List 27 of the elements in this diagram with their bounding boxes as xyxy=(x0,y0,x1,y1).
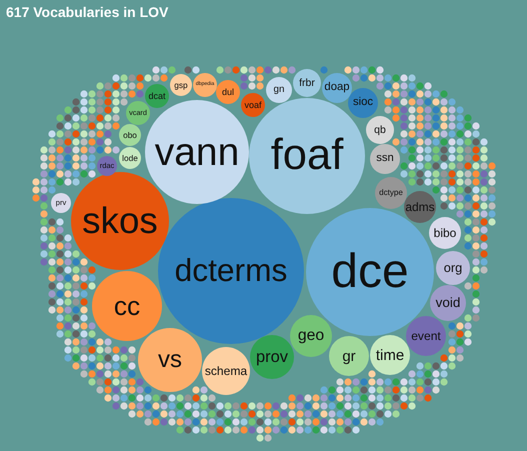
vocabulary-bubble: void xyxy=(430,285,466,321)
vocabulary-bubble: lode xyxy=(119,147,141,169)
vocabulary-bubble: prov xyxy=(250,335,294,379)
chart-title: 617 Vocabularies in LOV xyxy=(6,4,168,20)
vocabulary-bubble: cc xyxy=(92,271,162,341)
vocabulary-bubble: adms xyxy=(404,191,436,223)
vocabulary-bubble: ssn xyxy=(370,144,400,174)
vocabulary-bubble: voaf xyxy=(241,93,265,117)
vocabulary-bubble: bibo xyxy=(429,217,461,249)
vocabulary-bubble: vs xyxy=(138,328,202,392)
vocabulary-bubble: sioc xyxy=(348,88,378,118)
vocabulary-bubble: obo xyxy=(119,124,141,146)
vocabulary-bubble: event xyxy=(406,316,446,356)
vocabulary-bubble: gsp xyxy=(170,74,192,96)
vocabulary-bubble: qb xyxy=(366,116,394,144)
vocabulary-bubble: dctype xyxy=(375,177,407,209)
vocabulary-bubble: dul xyxy=(216,80,240,104)
vocabulary-bubble: skos xyxy=(71,172,169,270)
vocabulary-bubble: doap xyxy=(322,73,352,103)
vocabulary-bubble: org xyxy=(436,251,470,285)
vocabulary-bubble: frbr xyxy=(293,69,321,97)
vocabulary-bubble: geo xyxy=(290,315,332,357)
vocabulary-bubble: time xyxy=(370,335,410,375)
vocabulary-bubble: dcat xyxy=(145,84,169,108)
vocabulary-bubble: gn xyxy=(266,77,292,103)
vocabulary-bubble: schema xyxy=(202,347,250,395)
vocabulary-bubble: gr xyxy=(329,336,369,376)
